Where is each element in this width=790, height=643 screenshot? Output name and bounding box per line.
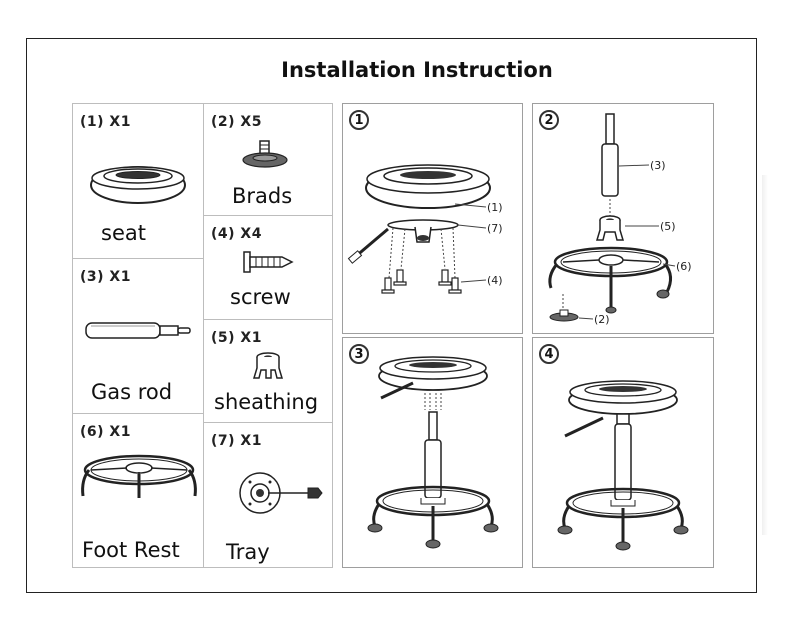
part-name: seat bbox=[101, 221, 146, 245]
step-number: 3 bbox=[349, 344, 369, 364]
step-4-illustration bbox=[557, 380, 689, 551]
step-1-panel: 1 (1) (7) (4) bbox=[342, 103, 523, 334]
edge-shadow bbox=[762, 175, 768, 535]
screw-illustration bbox=[243, 251, 294, 273]
part-sheathing: (5) X1 sheathing bbox=[203, 319, 333, 423]
part-name: Foot Rest bbox=[82, 538, 180, 562]
callout-seat: (1) bbox=[487, 201, 503, 214]
part-foot-rest: (6) X1 Foot Rest bbox=[72, 413, 204, 568]
seat-illustration bbox=[90, 166, 186, 204]
part-name: Gas rod bbox=[91, 380, 173, 404]
tray-illustration bbox=[239, 472, 323, 514]
callout-screw: (4) bbox=[487, 274, 503, 287]
part-name: sheathing bbox=[214, 390, 319, 414]
part-qty: (5) X1 bbox=[211, 330, 262, 346]
step-number: 1 bbox=[349, 110, 369, 130]
part-gas-rod: (3) X1 Gas rod bbox=[72, 258, 204, 414]
callout-brads: (2) bbox=[594, 313, 610, 326]
step-number: 4 bbox=[539, 344, 559, 364]
step-3-panel: 3 bbox=[342, 337, 523, 568]
part-qty: (1) X1 bbox=[80, 114, 131, 130]
callout-sheathing: (5) bbox=[660, 220, 676, 233]
step-4-panel: 4 bbox=[532, 337, 714, 568]
page-title: Installation Instruction bbox=[281, 58, 553, 82]
callout-foot-rest: (6) bbox=[676, 260, 692, 273]
sheathing-illustration bbox=[252, 352, 284, 379]
step-number: 2 bbox=[539, 110, 559, 130]
callout-gas-rod: (3) bbox=[650, 159, 666, 172]
gas-rod-illustration bbox=[85, 322, 191, 339]
part-qty: (2) X5 bbox=[211, 114, 262, 130]
step-2-panel: 2 (3) (5) (6) (2) bbox=[532, 103, 714, 334]
part-name: Tray bbox=[226, 540, 270, 564]
part-qty: (6) X1 bbox=[80, 424, 131, 440]
part-seat: (1) X1 seat bbox=[72, 103, 204, 259]
part-qty: (7) X1 bbox=[211, 433, 262, 449]
step-3-illustration bbox=[367, 356, 499, 549]
callout-tray: (7) bbox=[487, 222, 503, 235]
part-brads: (2) X5 Brads bbox=[203, 103, 333, 216]
part-name: Brads bbox=[232, 184, 293, 208]
part-screw: (4) X4 screw bbox=[203, 215, 333, 320]
part-qty: (4) X4 bbox=[211, 226, 262, 242]
instruction-frame bbox=[26, 38, 757, 593]
foot-rest-illustration bbox=[81, 454, 197, 498]
brad-illustration bbox=[242, 140, 288, 168]
part-qty: (3) X1 bbox=[80, 269, 131, 285]
step-1-illustration: (1) (7) (4) bbox=[347, 164, 503, 294]
step-2-illustration: (3) (5) (6) (2) bbox=[548, 113, 692, 326]
part-tray: (7) X1 Tray bbox=[203, 422, 333, 568]
part-name: screw bbox=[230, 285, 291, 309]
